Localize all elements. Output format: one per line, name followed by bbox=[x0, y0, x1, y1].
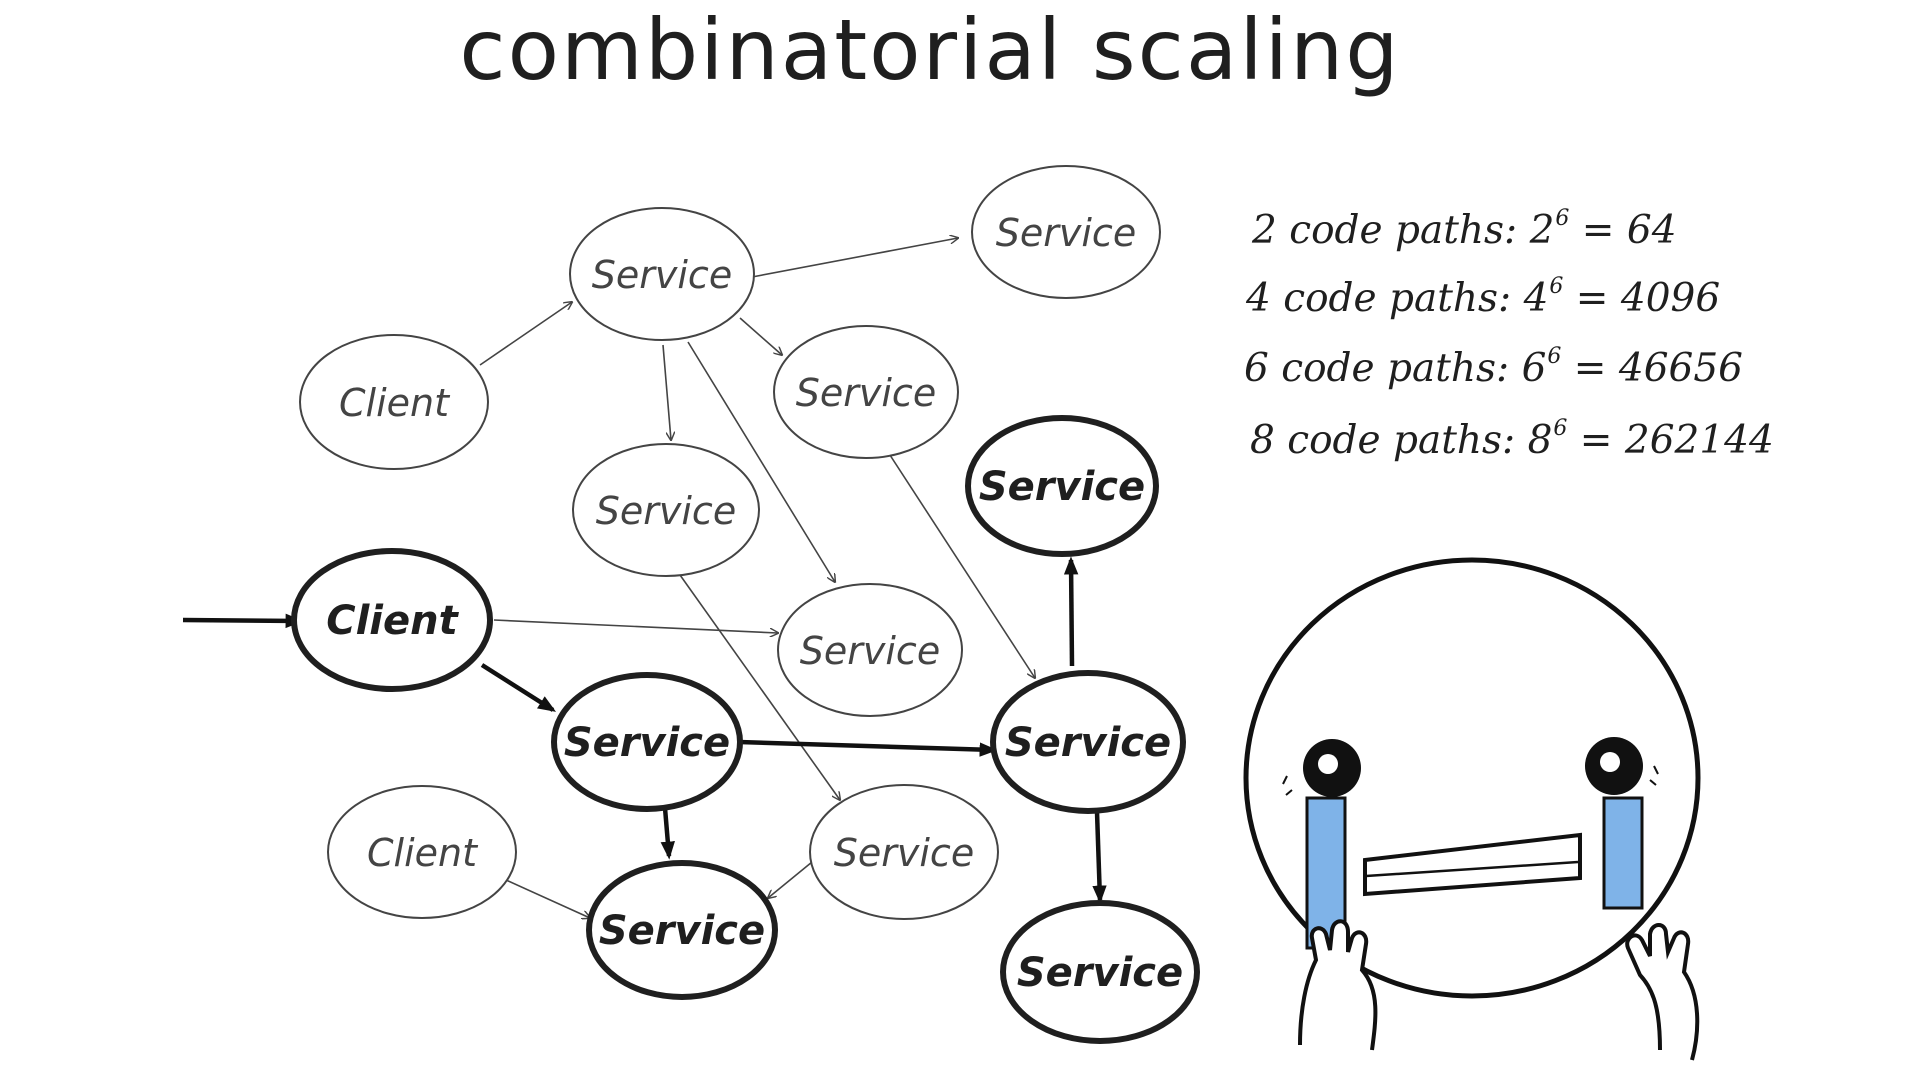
code-path-result: 4096 bbox=[1620, 276, 1721, 321]
node-label: Client bbox=[367, 831, 479, 875]
code-path-base: 4 bbox=[1523, 276, 1549, 321]
code-path-exponent: 6 bbox=[1549, 274, 1564, 299]
code-path-result: 64 bbox=[1626, 208, 1677, 253]
node-outline bbox=[327, 785, 517, 919]
node-svc-mid-left: Service bbox=[572, 443, 760, 577]
node-svc-mid-right: Service bbox=[773, 325, 959, 459]
node-svc-right-hub: Service bbox=[990, 670, 1186, 814]
edge-client-main-to-svc-center bbox=[493, 619, 778, 633]
page-title: combinatorial scaling bbox=[459, 1, 1401, 99]
node-outline bbox=[299, 334, 489, 470]
node-label: Service bbox=[796, 371, 936, 415]
node-outline bbox=[971, 165, 1161, 299]
edge-svc-right-hub-to-svc-right-top bbox=[1063, 556, 1079, 667]
edge-client-lower-to-svc-bottom-left bbox=[505, 879, 590, 918]
code-path-result: 46656 bbox=[1618, 346, 1743, 391]
edge-svc-mid-left-to-svc-bottom-mid bbox=[679, 574, 840, 800]
edge-svc-bottom-mid-to-svc-bottom-left bbox=[768, 861, 813, 898]
node-outline bbox=[572, 443, 760, 577]
bold-edges bbox=[182, 556, 1107, 904]
code-path-exponent: 6 bbox=[1547, 344, 1562, 369]
edge-svc-mid-right-to-svc-right-hub bbox=[887, 451, 1035, 678]
node-outline bbox=[777, 583, 963, 717]
code-path-row: 4 code paths: 46 = 4096 bbox=[1246, 274, 1721, 321]
node-label: Service bbox=[1005, 720, 1171, 766]
node-outline bbox=[809, 784, 999, 920]
node-svc-top: Service bbox=[569, 207, 755, 341]
node-client-upper: Client bbox=[299, 334, 489, 470]
code-path-result: 262144 bbox=[1624, 418, 1774, 463]
node-outline bbox=[569, 207, 755, 341]
node-label: Client bbox=[339, 381, 451, 425]
node-outline bbox=[1000, 900, 1200, 1044]
edge-svc-top-to-svc-mid-right bbox=[739, 317, 782, 355]
node-svc-top-right: Service bbox=[971, 165, 1161, 299]
node-label: Client bbox=[326, 598, 459, 644]
crying-face-icon bbox=[1243, 557, 1701, 1061]
code-path-count: 4 bbox=[1246, 276, 1271, 321]
node-label: Service bbox=[979, 464, 1145, 510]
node-outline bbox=[551, 672, 743, 812]
node-client-main: Client bbox=[291, 548, 493, 692]
node-label: Service bbox=[800, 629, 940, 673]
edge-svc-right-hub-to-svc-bottom-right bbox=[1092, 811, 1107, 904]
code-path-label: code paths bbox=[1281, 346, 1497, 391]
node-outline bbox=[586, 860, 778, 1000]
node-outline bbox=[990, 670, 1186, 814]
edge-svc-hub-to-svc-right-hub bbox=[738, 739, 998, 757]
node-label: Service bbox=[1017, 950, 1183, 996]
edge-client-upper-to-svc-top bbox=[479, 302, 572, 366]
code-path-count: 6 bbox=[1244, 346, 1269, 391]
code-path-row: 6 code paths: 66 = 46656 bbox=[1244, 344, 1743, 391]
code-path-exponent: 6 bbox=[1553, 416, 1568, 441]
node-outline bbox=[773, 325, 959, 459]
code-path-row: 8 code paths: 86 = 262144 bbox=[1250, 416, 1774, 463]
thin-edges bbox=[479, 238, 1035, 918]
edge-svc-top-to-svc-mid-left bbox=[662, 344, 671, 440]
node-client-lower: Client bbox=[327, 785, 517, 919]
edge-entry-to-client-main bbox=[182, 613, 304, 629]
code-path-label: code paths bbox=[1283, 276, 1499, 321]
code-path-base: 8 bbox=[1527, 418, 1553, 463]
node-svc-bottom-mid: Service bbox=[809, 784, 999, 920]
node-svc-hub: Service bbox=[551, 672, 743, 812]
node-outline bbox=[291, 548, 493, 692]
code-path-label: code paths bbox=[1289, 208, 1505, 253]
node-outline bbox=[965, 415, 1159, 557]
code-path-count: 2 bbox=[1252, 208, 1277, 253]
node-svc-right-top: Service bbox=[965, 415, 1159, 557]
node-label: Service bbox=[834, 831, 974, 875]
edge-svc-top-to-svc-top-right bbox=[751, 238, 958, 278]
node-label: Service bbox=[996, 211, 1136, 255]
code-path-count: 8 bbox=[1250, 418, 1275, 463]
edge-svc-top-to-svc-center bbox=[687, 341, 835, 582]
node-label: Service bbox=[596, 489, 736, 533]
code-path-exponent: 6 bbox=[1555, 206, 1570, 231]
node-svc-bottom-left: Service bbox=[586, 860, 778, 1000]
node-label: Service bbox=[592, 253, 732, 297]
node-svc-center: Service bbox=[777, 583, 963, 717]
node-svc-bottom-right: Service bbox=[1000, 900, 1200, 1044]
edge-client-main-to-svc-hub bbox=[480, 663, 557, 712]
code-path-base: 2 bbox=[1529, 208, 1555, 253]
node-label: Service bbox=[599, 908, 765, 954]
node-label: Service bbox=[564, 720, 730, 766]
code-path-base: 6 bbox=[1521, 346, 1547, 391]
code-path-row: 2 code paths: 26 = 64 bbox=[1252, 206, 1677, 253]
code-path-label: code paths bbox=[1287, 418, 1503, 463]
